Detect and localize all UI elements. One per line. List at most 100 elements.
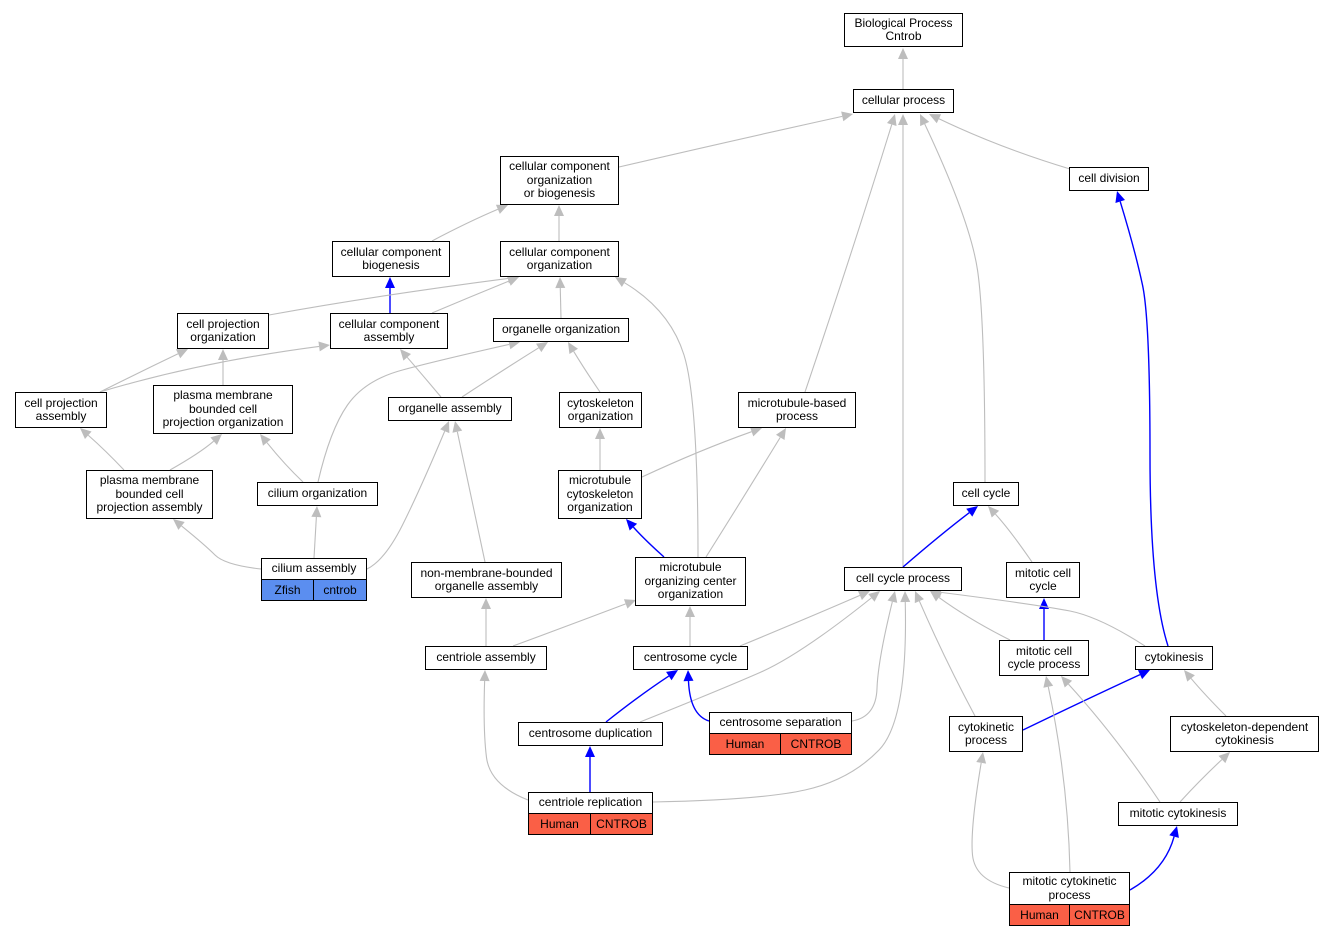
go-term-cell-proj-assembly[interactable]: cell projection assembly xyxy=(15,392,107,428)
go-term-centriole-replication[interactable]: centriole replication xyxy=(528,792,653,814)
edge-arrowhead xyxy=(615,277,628,287)
gene-symbol-cell: cntrob xyxy=(313,579,367,601)
go-term-centrosome-cycle[interactable]: centrosome cycle xyxy=(633,646,748,670)
edge-arrowhead xyxy=(210,434,222,445)
edge-line xyxy=(639,597,872,723)
edge-arrowhead xyxy=(452,421,463,433)
edge-cytokinetic_process-to-cell_cycle_process xyxy=(914,591,976,717)
edge-mitotic_cell_cycle-to-cell_cycle xyxy=(988,506,1033,563)
edge-arrowhead xyxy=(887,591,898,603)
go-term-pm-bounded-proj-assembly[interactable]: plasma membrane bounded cell projection … xyxy=(86,470,213,519)
edge-pm_bounded_proj_org-to-cell_proj_org xyxy=(218,349,228,385)
edge-arrowhead xyxy=(481,598,491,609)
go-term-mitotic-cell-cycle[interactable]: mitotic cell cycle xyxy=(1006,562,1080,598)
go-term-organelle-org[interactable]: organelle organization xyxy=(493,318,629,342)
edge-mitotic_cc_process-to-mitotic_cell_cycle xyxy=(1039,598,1049,640)
edge-line xyxy=(512,603,626,647)
edge-cytokinetic_process-to-cytokinesis xyxy=(1022,670,1150,731)
edge-mitotic_cytokinesis-to-mitotic_cc_process xyxy=(1061,676,1161,803)
edge-line xyxy=(483,680,529,801)
edge-line xyxy=(1190,678,1227,717)
edge-line xyxy=(902,512,970,568)
edge-arrowhead xyxy=(479,670,490,682)
edge-arrowhead xyxy=(623,599,636,609)
edge-organelle_assembly-to-organelle_org xyxy=(461,342,548,398)
edge-arrowhead xyxy=(920,114,930,127)
edge-centriole_replication-to-centriole_assembly xyxy=(479,670,529,801)
go-term-pm-bounded-proj-org[interactable]: plasma membrane bounded cell projection … xyxy=(153,385,293,434)
edge-arrowhead xyxy=(626,519,638,531)
go-term-cytoskeleton-dep-cytokinesis[interactable]: cytoskeleton-dependent cytokinesis xyxy=(1170,716,1319,752)
edge-arrowhead xyxy=(385,277,395,288)
go-term-cilium-org[interactable]: cilium organization xyxy=(257,482,378,506)
edge-line xyxy=(1068,683,1161,803)
edge-non_membrane_assembly-to-organelle_assembly xyxy=(452,421,486,563)
go-term-non-membrane-assembly[interactable]: non-membrane-bounded organelle assembly xyxy=(411,562,562,598)
go-term-cytokinesis[interactable]: cytokinesis xyxy=(1135,646,1213,670)
edge-line xyxy=(687,680,710,722)
go-term-mitotic-cytokinetic-process[interactable]: mitotic cytokinetic process xyxy=(1009,872,1130,905)
go-term-mitotic-cytokinesis[interactable]: mitotic cytokinesis xyxy=(1118,802,1238,826)
edge-line xyxy=(431,208,499,242)
go-term-centrosome-separation[interactable]: centrosome separation xyxy=(709,712,852,734)
edge-arrowhead xyxy=(173,519,185,530)
edge-arrowhead xyxy=(585,746,595,757)
edge-arrowhead xyxy=(311,506,322,518)
edge-cc_assembly-to-cc_organization xyxy=(431,276,519,314)
go-term-centrosome-duplication[interactable]: centrosome duplication xyxy=(518,722,663,746)
edge-line xyxy=(641,431,752,478)
edge-arrowhead xyxy=(1043,676,1054,688)
edge-microtubule_based-to-cellular_process xyxy=(804,114,897,393)
edge-line xyxy=(406,356,442,398)
go-term-cellular-process[interactable]: cellular process xyxy=(853,89,954,113)
go-term-ccob[interactable]: cellular component organization or bioge… xyxy=(500,156,619,205)
edge-line xyxy=(559,287,562,319)
edge-line xyxy=(739,594,861,647)
go-term-cytoskeleton-org[interactable]: cytoskeleton organization xyxy=(559,392,642,428)
edge-arrowhead xyxy=(554,205,564,216)
edge-centrosome_duplication-to-cell_cycle_process xyxy=(639,591,880,723)
go-term-cell-cycle[interactable]: cell cycle xyxy=(953,482,1019,506)
edge-pm_bounded_proj_assembly-to-cell_proj_assembly xyxy=(80,428,125,471)
edge-mtoc_org-to-microtubule_based xyxy=(705,428,786,558)
edge-mtoc_org-to-cc_organization xyxy=(615,277,699,558)
edge-line xyxy=(938,597,1011,641)
edge-line xyxy=(461,347,539,398)
go-term-microtubule-based[interactable]: microtubule-based process xyxy=(738,392,856,428)
edge-arrowhead xyxy=(80,428,92,440)
gene-symbol-cell: CNTROB xyxy=(1069,904,1130,926)
edge-arrowhead xyxy=(1184,670,1195,682)
species-cell: Human xyxy=(709,733,781,755)
edge-arrowhead xyxy=(898,48,908,59)
edge-cilium_assembly-to-cilium_org xyxy=(311,506,322,559)
go-term-cell-division[interactable]: cell division xyxy=(1069,167,1149,191)
species-cell: Human xyxy=(528,813,591,835)
edge-line xyxy=(1022,673,1141,731)
edge-line xyxy=(1179,759,1223,803)
go-term-cytokinetic-process[interactable]: cytokinetic process xyxy=(949,716,1023,752)
go-term-cell-cycle-process[interactable]: cell cycle process xyxy=(844,567,962,591)
edge-arrowhead xyxy=(929,114,942,124)
go-term-cilium-assembly[interactable]: cilium assembly xyxy=(261,558,367,580)
edge-mitotic_cytokinetic_process-to-cytokinetic_process xyxy=(971,752,1010,889)
edge-cc_biogenesis-to-ccob xyxy=(431,204,508,242)
edge-arrowhead xyxy=(685,606,695,617)
go-term-mt-cytoskeleton-org[interactable]: microtubule cytoskeleton organization xyxy=(558,470,642,519)
go-term-cc-biogenesis[interactable]: cellular component biogenesis xyxy=(332,241,450,277)
edge-cilium_assembly-to-organelle_assembly xyxy=(366,421,450,570)
go-term-root[interactable]: Biological Process Cntrob xyxy=(844,13,963,47)
go-term-cc-organization[interactable]: cellular component organization xyxy=(500,241,619,277)
go-term-centriole-assembly[interactable]: centriole assembly xyxy=(425,646,547,670)
go-term-mitotic-cc-process[interactable]: mitotic cell cycle process xyxy=(999,640,1089,676)
go-term-mtoc-org[interactable]: microtubule organizing center organizati… xyxy=(635,557,746,606)
go-term-cell-proj-org[interactable]: cell projection organization xyxy=(177,313,269,349)
edge-line xyxy=(652,601,907,803)
gene-symbol-cell: CNTROB xyxy=(780,733,852,755)
edge-cellular_process-to-root xyxy=(898,48,908,89)
go-term-cc-assembly[interactable]: cellular component assembly xyxy=(330,313,448,349)
edge-mtoc_org-to-mt_cytoskeleton_org xyxy=(626,519,665,558)
edge-line xyxy=(181,525,262,570)
edge-arrowhead xyxy=(568,342,578,354)
go-term-organelle-assembly[interactable]: organelle assembly xyxy=(388,397,512,421)
